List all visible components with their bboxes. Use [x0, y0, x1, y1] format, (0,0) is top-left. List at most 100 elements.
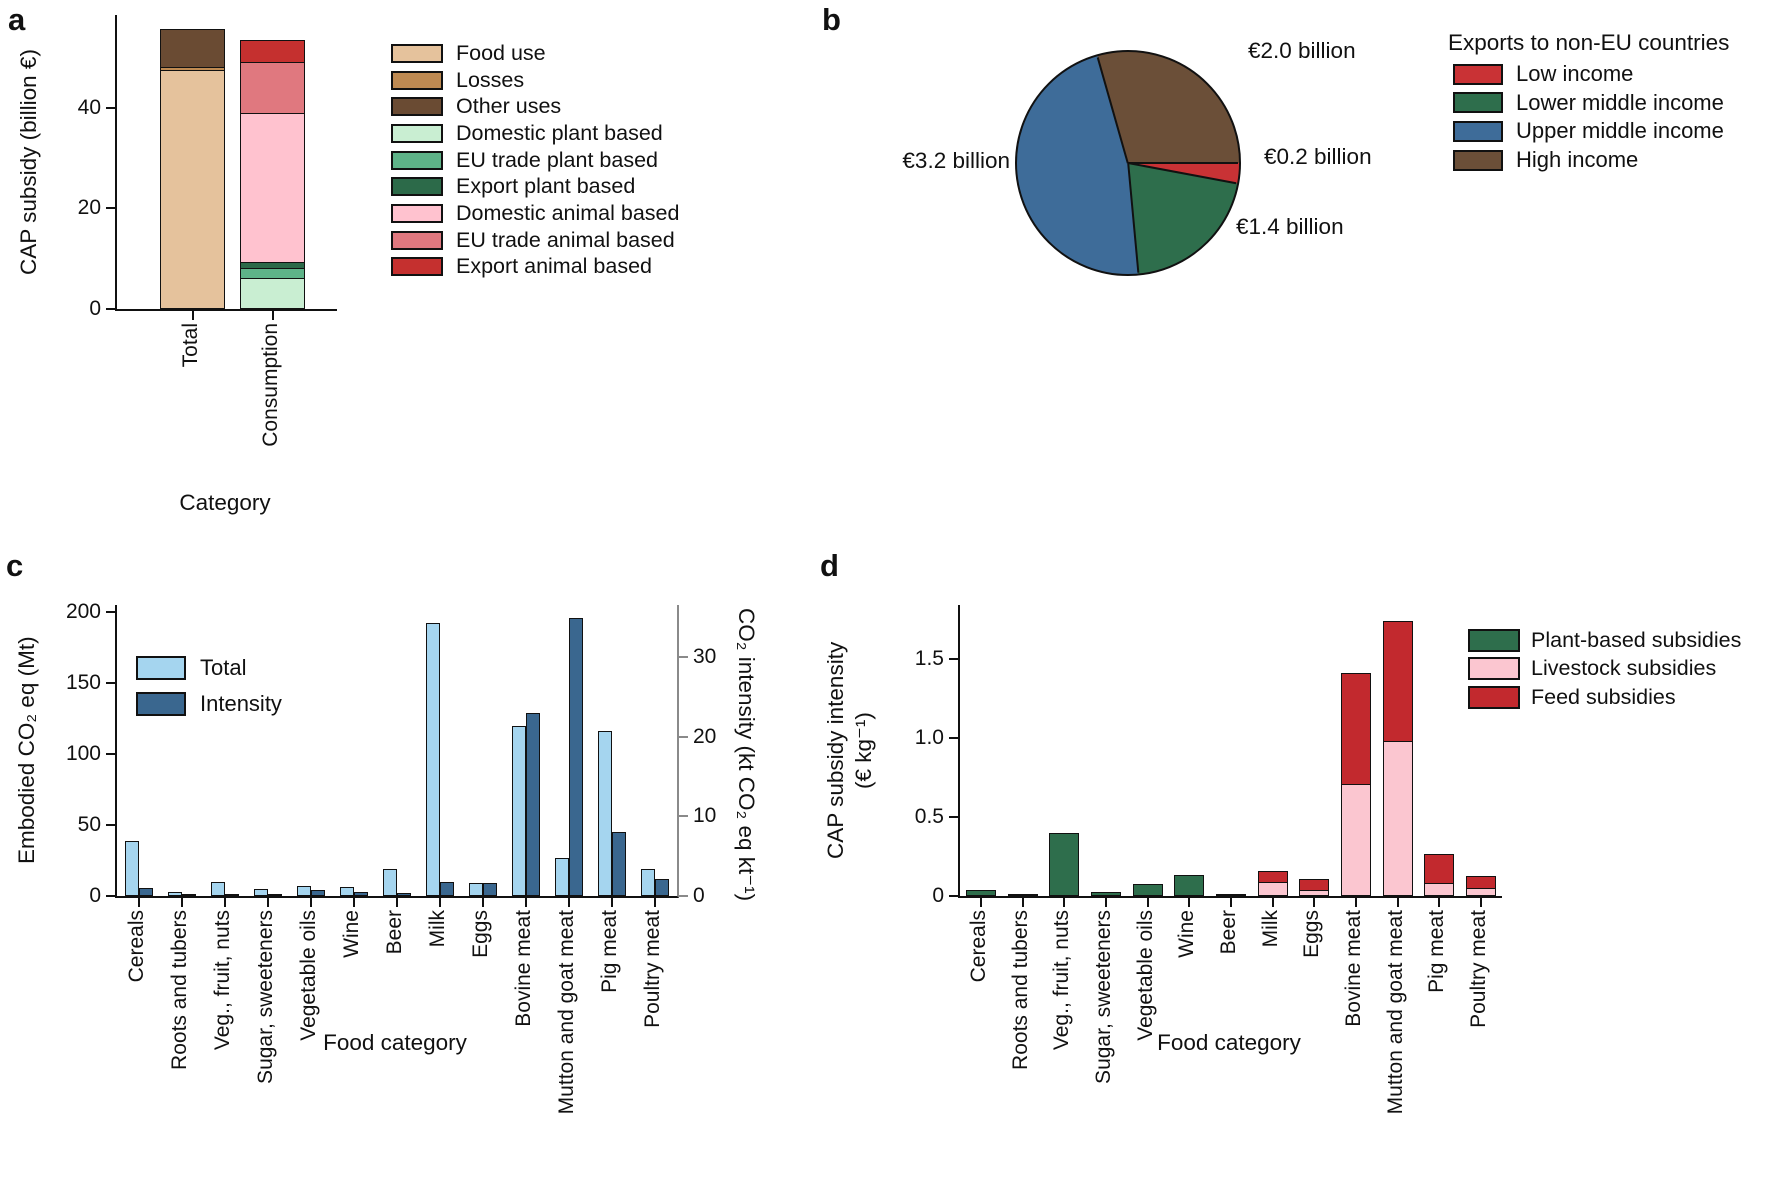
pie-slice-divider [1096, 56, 1130, 164]
y-tick-mark [106, 824, 115, 827]
x-tick-label-eggs: Eggs [469, 910, 493, 958]
y-tick-mark [679, 656, 688, 659]
x-tick-label-eggs: Eggs [1300, 910, 1324, 958]
x-tick-mark [1313, 898, 1316, 907]
plant-based-subsidies-swatch [1468, 628, 1520, 652]
y-tick-label: 100 [65, 742, 101, 766]
x-tick-label-milk: Milk [1258, 910, 1282, 948]
segment-livestock-subsidies [1466, 888, 1497, 896]
pie-slice-divider [1126, 162, 1140, 273]
x-tick-label-mutton-and-goat-meat: Mutton and goat meat [555, 910, 579, 1115]
total-bar-veg-fruit-nuts [210, 881, 225, 896]
domestic-animal-based-swatch [391, 203, 443, 223]
x-tick-mark [137, 898, 140, 907]
x-tick-mark [1063, 898, 1066, 907]
total-bar-pig-meat [598, 731, 613, 896]
segment-livestock-subsidies [1257, 881, 1288, 896]
pie-label-upper-middle-income: €3.2 billion [902, 148, 1010, 173]
legend-item-food-use: Food use [391, 40, 679, 67]
y-tick-label: 10 [693, 804, 717, 828]
x-tick-mark [439, 898, 442, 907]
panel-c-x-axis-title: Food category [323, 1030, 467, 1055]
feed-subsidies-swatch [1468, 685, 1520, 709]
legend-item-label: EU trade animal based [456, 227, 675, 252]
intensity-bar-wine [353, 892, 368, 896]
y-tick-label: 0 [932, 884, 944, 907]
y-tick-label: 0 [89, 884, 101, 907]
y-tick-mark [106, 611, 115, 614]
legend-item-label: Feed subsidies [1531, 684, 1676, 709]
x-tick-label-cereals: Cereals [966, 910, 990, 983]
intensity-bar-eggs [483, 883, 498, 896]
y-tick-mark [106, 106, 115, 109]
export-animal-based-swatch [391, 257, 443, 277]
x-tick-label-total: Total [178, 323, 202, 368]
panel-a-letter: a [8, 2, 26, 37]
subsidy-bar-poultry-meat [1466, 875, 1497, 896]
panel-d-letter: d [820, 548, 839, 583]
legend-item-label: Low income [1516, 61, 1634, 87]
x-tick-label-bovine-meat: Bovine meat [1342, 910, 1366, 1027]
x-tick-label-poultry-meat: Poultry meat [1467, 910, 1491, 1028]
y-tick-mark [949, 895, 958, 897]
segment-plant-based-subsidies [1007, 894, 1038, 896]
panel-c-left-axis-title: Embodied CO₂ eq (Mt) [14, 636, 39, 865]
subsidy-bar-roots-and-tubers [1007, 894, 1038, 896]
y-tick-mark [106, 308, 115, 310]
legend-item-export-plant-based: Export plant based [391, 173, 679, 200]
legend-item-label: Other uses [456, 94, 562, 119]
intensity-bar-sugar-sweeteners [267, 894, 282, 896]
food-use-swatch [391, 43, 443, 63]
segment-export-animal-based [240, 39, 305, 65]
total-bar-bovine-meat [512, 725, 527, 896]
x-tick-label-vegetable-oils: Vegetable oils [296, 910, 320, 1041]
panel-d-y-axis-title-line1: CAP subsidy intensity [823, 641, 848, 860]
x-tick-label-milk: Milk [426, 910, 450, 948]
x-tick-label-roots-and-tubers: Roots and tubers [167, 910, 191, 1070]
subsidy-bar-milk [1257, 870, 1288, 896]
subsidy-bar-bovine-meat [1341, 673, 1372, 896]
segment-domestic-plant-based [240, 277, 305, 309]
total-bar-milk [426, 623, 441, 896]
legend-item-livestock-subsidies: Livestock subsidies [1468, 655, 1741, 684]
pie-slice-divider [1128, 161, 1238, 165]
panel-c-letter: c [6, 548, 24, 583]
x-tick-mark [352, 898, 355, 907]
segment-livestock-subsidies [1341, 783, 1372, 896]
intensity-bar-mutton-and-goat-meat [569, 617, 584, 896]
x-tick-mark [1104, 898, 1107, 907]
x-tick-mark [1438, 898, 1441, 907]
panel-a-x-axis-title: Category [179, 490, 271, 515]
x-tick-mark [979, 898, 982, 907]
y-tick-label: 200 [65, 600, 101, 624]
x-tick-mark [396, 898, 398, 907]
y-tick-mark [679, 815, 688, 818]
stacked-bar-consumption [240, 39, 305, 309]
eu-trade-plant-based-swatch [391, 150, 443, 170]
x-tick-mark [1480, 898, 1483, 907]
y-tick-label: 50 [77, 813, 101, 837]
y-tick-label: 1.5 [914, 646, 944, 670]
segment-livestock-subsidies [1299, 889, 1330, 896]
x-tick-label-mutton-and-goat-meat: Mutton and goat meat [1383, 910, 1407, 1115]
panel-d-y-axis-title-line2: (€ kg⁻¹) [851, 712, 876, 789]
x-tick-mark [223, 898, 226, 907]
legend-item-plant-based-subsidies: Plant-based subsidies [1468, 626, 1741, 655]
segment-plant-based-subsidies [1090, 892, 1121, 896]
x-tick-label-consumption: Consumption [258, 323, 282, 447]
y-tick-label: 40 [77, 95, 101, 119]
legend-item-label: Upper middle income [1516, 118, 1724, 144]
y-tick-label: 1.0 [914, 725, 944, 749]
x-tick-mark [1355, 898, 1358, 907]
total-bar-sugar-sweeteners [253, 888, 268, 896]
segment-plant-based-subsidies [965, 889, 996, 896]
y-tick-mark [106, 207, 115, 210]
pie-label-low-income: €0.2 billion [1264, 144, 1372, 169]
x-tick-mark [309, 898, 312, 907]
legend-item-label: Export animal based [456, 254, 652, 279]
total-bar-cereals [124, 840, 139, 896]
legend-item-lower-middle-income: Lower middle income [1453, 89, 1724, 118]
